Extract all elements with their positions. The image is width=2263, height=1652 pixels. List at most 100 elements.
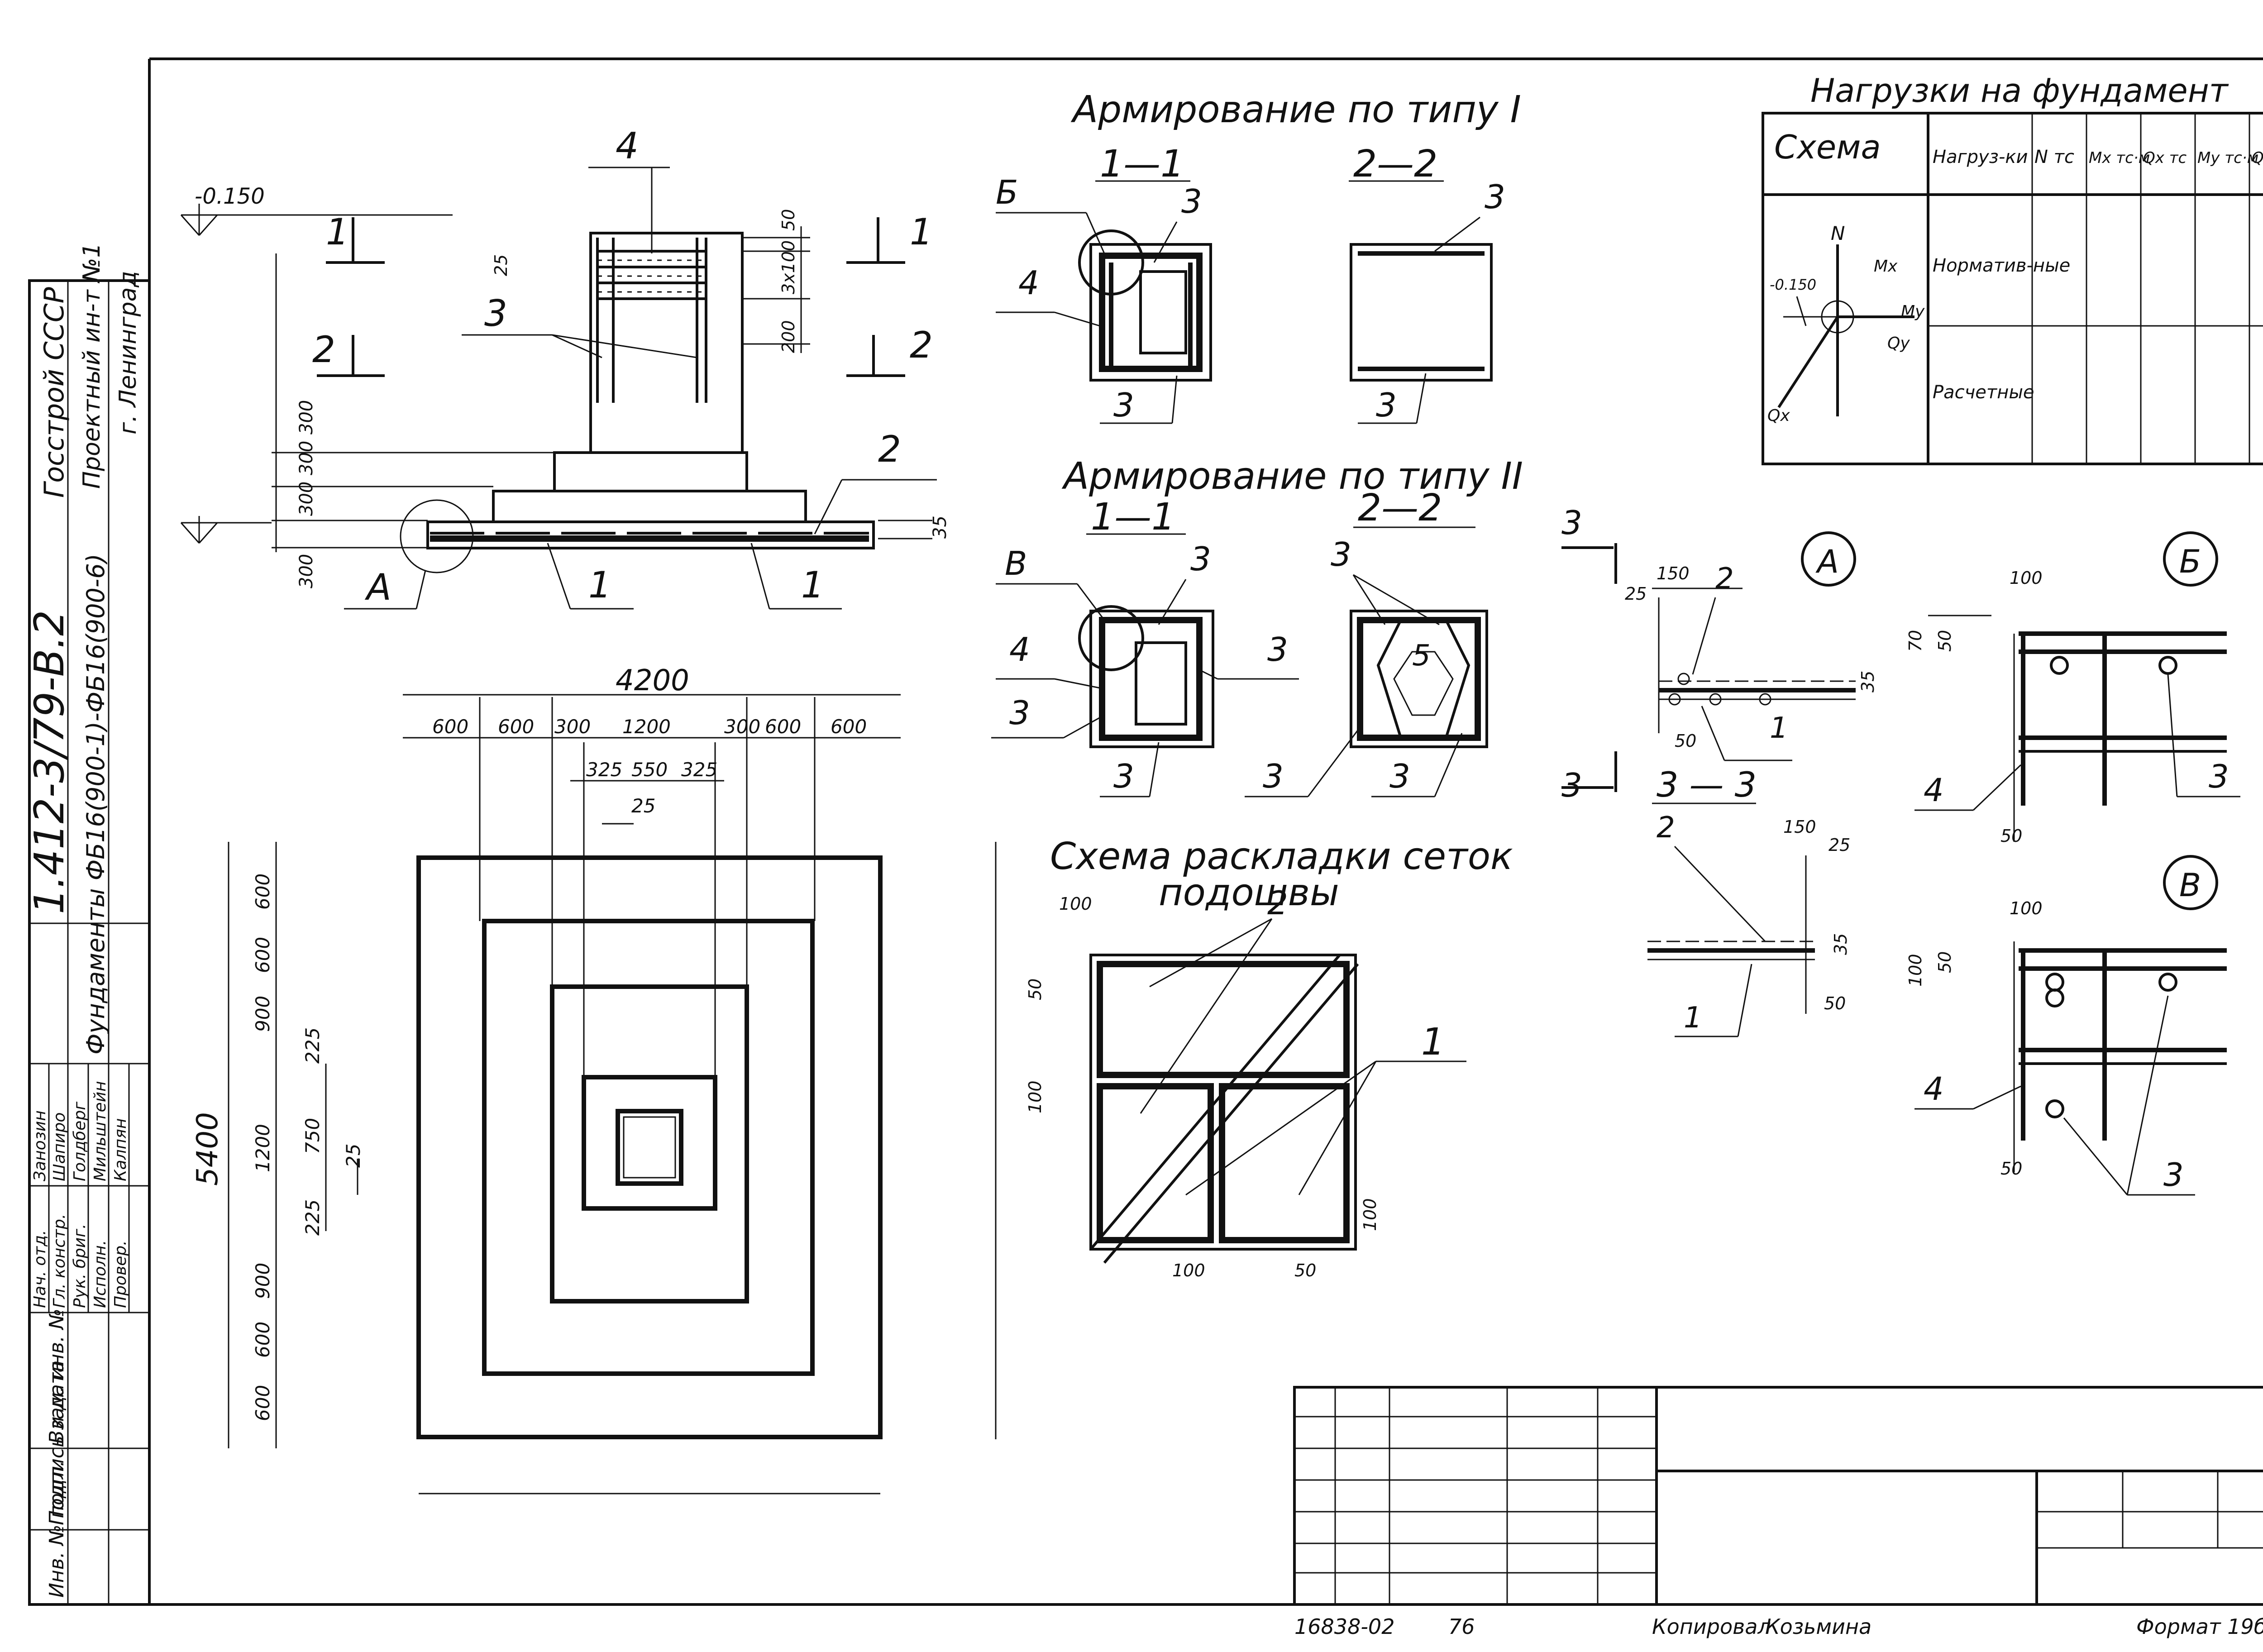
plan-w-3: 300: [554, 716, 591, 738]
mesh-dim-5: 100: [1172, 1260, 1205, 1280]
detailA-sec-mark-2: 3: [1561, 766, 1582, 804]
label-detail-A: A: [364, 566, 391, 608]
mesh-dim-3: 100: [1025, 1080, 1045, 1113]
detail-A-circle: [400, 499, 474, 573]
dim-left-2: 300: [296, 441, 317, 475]
loads-header-loads: Нагруз-ки: [1933, 147, 2028, 167]
dim-right-2: 25: [491, 254, 511, 276]
schema-mx: Mx: [1874, 257, 1898, 276]
foundation-plan: 4200 600 600 300 1200 300 600 600 325 55…: [191, 664, 997, 1494]
footer-copied: Копировал: [1652, 1614, 1771, 1639]
stamp-bottom-3: Взам. инв. №: [45, 1308, 68, 1444]
stamp-name-5: Калпян: [111, 1118, 130, 1181]
reinforcement-type-2: Армирование по типу II 1—1 2—2 В 3 4 3 3…: [991, 455, 1523, 797]
detail-V: В 100 100 50 50 4 3: [1905, 855, 2227, 1196]
plan-column: [616, 1109, 683, 1186]
label-bar-4: 4: [616, 125, 639, 167]
dim-left-1: 300: [296, 400, 317, 434]
detailB-circle-label: Б: [2179, 543, 2201, 580]
detailB-dim-50b: 50: [2000, 826, 2022, 846]
detailA-dim-25: 25: [1625, 584, 1647, 604]
plan-h-7: 600: [252, 1385, 274, 1421]
plan-w-1: 600: [432, 716, 468, 738]
plan-h-4: 1200: [252, 1124, 274, 1172]
stamp-org: Госстрой СССР: [38, 286, 70, 498]
schema-qy: Qy: [1887, 334, 1910, 353]
label-bar-2: 2: [878, 428, 901, 470]
foundation-elevation: -0.150 300 300 300 300 50 25 3x100 200 3…: [180, 125, 950, 610]
type2-label-3g: 3: [1389, 757, 1410, 795]
detailB-label-4: 4: [1924, 772, 1944, 809]
section-2-right: 2: [910, 324, 933, 366]
dim-left-3: 300: [296, 482, 317, 516]
footer-format: Формат 19б: [2136, 1614, 2263, 1639]
loads-header-n: N тс: [2034, 147, 2074, 167]
type2-title: Армирование по типу II: [1061, 455, 1523, 498]
plan-h-1: 600: [252, 874, 274, 910]
schema-level: -0.150: [1770, 276, 1816, 293]
type2-label-4: 4: [1009, 630, 1030, 668]
sec33-dim-25: 25: [1829, 835, 1850, 855]
detailA-dim-35: 35: [1858, 671, 1878, 692]
loads-row-normative: Норматив-ные: [1933, 255, 2070, 276]
type1-label-3a: 3: [1181, 182, 1202, 220]
plan-gap-25: 25: [631, 795, 655, 817]
type2-section-22: 2—2: [1358, 487, 1442, 530]
sec33-label-2: 2: [1657, 811, 1675, 845]
type1-label-3d: 3: [1376, 386, 1397, 424]
plan-h-6: 600: [252, 1322, 274, 1358]
footer: 16838-02 76 Копировал Козьмина Формат 19…: [1294, 1614, 2263, 1639]
type1-label-b: Б: [996, 173, 1018, 211]
footer-num: 76: [1448, 1614, 1475, 1639]
dim-left-4: 300: [296, 554, 317, 588]
step-3: [553, 451, 748, 492]
type2-label-3a: 3: [1190, 540, 1211, 578]
type2-label-5: 5: [1412, 639, 1431, 673]
loads-header-qy: Qy тс: [2252, 149, 2263, 167]
plan-h-3: 900: [252, 996, 274, 1032]
detailV-dim-50a: 50: [1935, 951, 1955, 973]
sec33-dim-35: 35: [1831, 933, 1851, 955]
mesh-dim-4: 100: [1360, 1198, 1380, 1231]
mesh-title-line2: подошвы: [1159, 871, 1339, 914]
loads-header-schema: Схема: [1774, 128, 1881, 166]
step-2: [492, 490, 807, 523]
type1-section-22: 2—2: [1353, 143, 1437, 186]
plan-width-total: 4200: [616, 664, 689, 697]
title-block: [1293, 1386, 2263, 1606]
type1-title: Армирование по типу I: [1070, 88, 1521, 131]
plan-step-2: [482, 919, 815, 1376]
side-stamp: Госстрой СССР Проектный ин-т №1 г. Ленин…: [26, 243, 151, 1606]
detailB-dim-50a: 50: [1935, 630, 1955, 652]
stamp-subject: Фундаменты ФБ16(900-1)-ФБ16(900-6): [81, 554, 110, 1055]
footer-code: 16838-02: [1294, 1614, 1394, 1639]
plan-gap-25b: 25: [342, 1144, 364, 1168]
stamp-role-3: Рук. бриг.: [71, 1224, 89, 1308]
plan-w-4: 1200: [622, 716, 671, 738]
detailA-dim-150: 150: [1657, 563, 1690, 583]
loads-header-qx: Qx тс: [2143, 149, 2187, 167]
section-33-title: 3 — 3: [1657, 764, 1757, 805]
detailA-label-1: 1: [1770, 711, 1788, 745]
detailV-dim-50b: 50: [2000, 1159, 2022, 1179]
detailB-dim-70: 70: [1905, 630, 1925, 652]
plan-w-7: 600: [831, 716, 867, 738]
label-bar-1b: 1: [801, 564, 824, 606]
detailB-dim-100: 100: [2010, 568, 2043, 588]
stamp-org3: г. Ленинград: [115, 271, 142, 434]
section-1-right: 1: [910, 211, 933, 253]
detailB-label-3: 3: [2209, 758, 2229, 795]
schema-qx: Qx: [1767, 406, 1790, 425]
label-bar-3: 3: [484, 292, 507, 334]
stamp-name-4: Мильштейн: [91, 1081, 110, 1181]
plan-h-5: 900: [252, 1263, 274, 1299]
detailV-circle-label: В: [2179, 867, 2201, 904]
loads-table: Нагрузки на фундамент Схема Нагруз-ки N …: [1762, 72, 2263, 465]
plan-outer: [416, 855, 883, 1439]
elevation-level: -0.150: [195, 184, 265, 209]
mesh-title-line1: Схема раскладки сеток: [1050, 835, 1513, 878]
plan-inner-1: 325: [586, 759, 622, 781]
sec33-dim-50: 50: [1824, 993, 1846, 1013]
type2-label-3e: 3: [1331, 535, 1351, 573]
